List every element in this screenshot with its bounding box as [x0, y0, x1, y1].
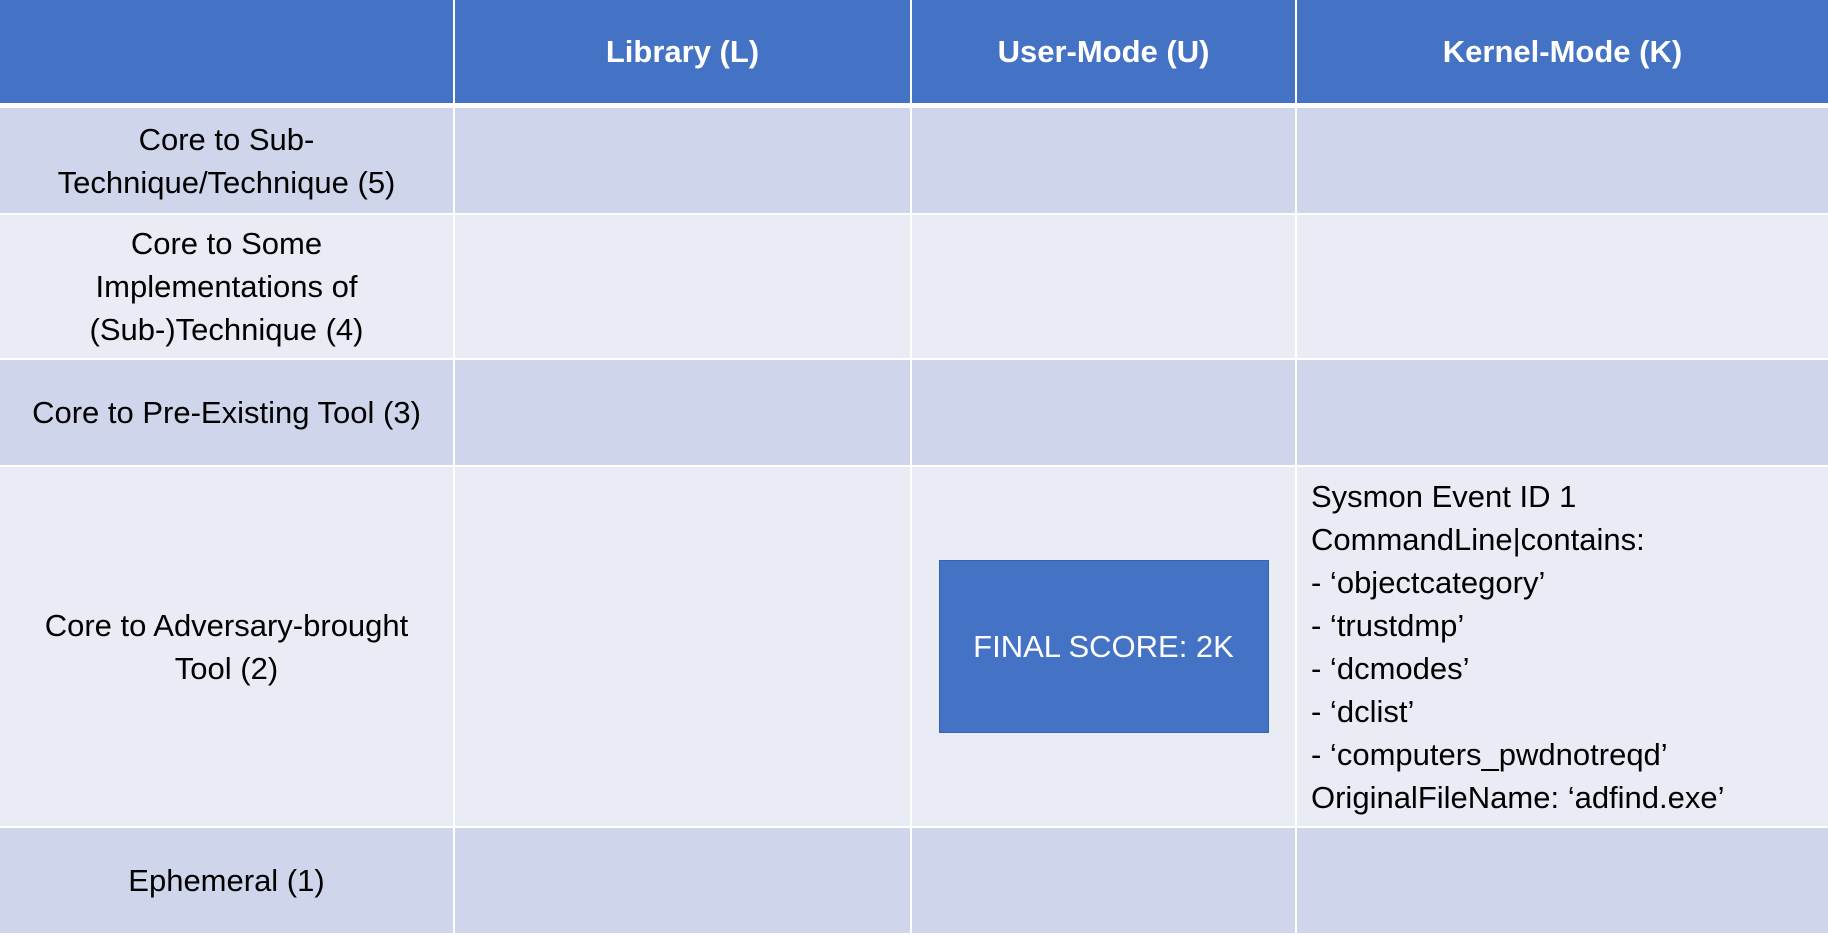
cell-level-4-kernel-mode [1297, 215, 1828, 360]
header-kernel-mode: Kernel-Mode (K) [1297, 0, 1828, 108]
row-label-level-2: Core to Adversary-brought Tool (2) [0, 467, 455, 828]
cell-level-4-user-mode [912, 215, 1297, 360]
cell-level-5-kernel-mode [1297, 108, 1828, 215]
kernel-line: CommandLine|contains: [1311, 521, 1645, 557]
cell-level-2-kernel-mode: Sysmon Event ID 1 CommandLine|contains: … [1297, 467, 1828, 828]
row-label-level-1: Ephemeral (1) [0, 828, 455, 935]
cell-level-4-library [455, 215, 912, 360]
kernel-detection-text: Sysmon Event ID 1 CommandLine|contains: … [1311, 475, 1725, 819]
kernel-line: - ‘computers_pwdnotreqd’ [1311, 736, 1668, 772]
final-score-box: FINAL SCORE: 2K [938, 560, 1269, 733]
cell-level-1-library [455, 828, 912, 935]
cell-level-1-kernel-mode [1297, 828, 1828, 935]
header-library: Library (L) [455, 0, 912, 108]
kernel-line: OriginalFileName: ‘adfind.exe’ [1311, 779, 1725, 815]
cell-level-5-user-mode [912, 108, 1297, 215]
kernel-line: - ‘trustdmp’ [1311, 607, 1465, 643]
cell-level-1-user-mode [912, 828, 1297, 935]
kernel-line: - ‘dclist’ [1311, 693, 1415, 729]
header-corner-cell [0, 0, 455, 108]
row-label-level-5: Core to Sub- Technique/Technique (5) [0, 108, 455, 215]
kernel-line: - ‘objectcategory’ [1311, 564, 1546, 600]
kernel-line: Sysmon Event ID 1 [1311, 478, 1577, 514]
cell-level-5-library [455, 108, 912, 215]
cell-level-3-kernel-mode [1297, 360, 1828, 467]
cell-level-2-user-mode: FINAL SCORE: 2K [912, 467, 1297, 828]
row-label-level-4: Core to Some Implementations of (Sub-)Te… [0, 215, 455, 360]
cell-level-3-user-mode [912, 360, 1297, 467]
cell-level-3-library [455, 360, 912, 467]
kernel-line: - ‘dcmodes’ [1311, 650, 1470, 686]
header-user-mode: User-Mode (U) [912, 0, 1297, 108]
cell-level-2-library [455, 467, 912, 828]
row-label-level-3: Core to Pre-Existing Tool (3) [0, 360, 455, 467]
